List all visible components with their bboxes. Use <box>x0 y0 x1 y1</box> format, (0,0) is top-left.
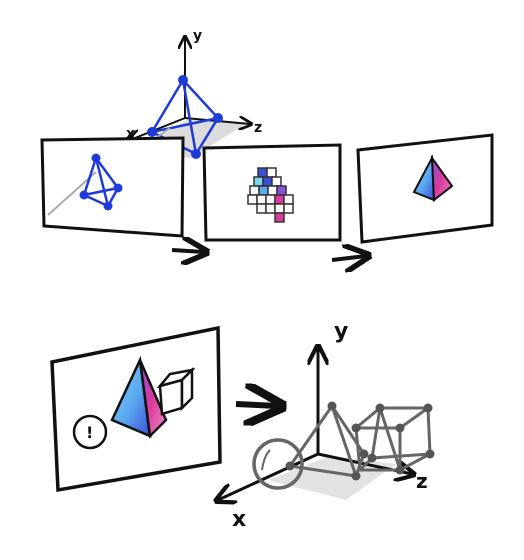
shaded-pyramid-small <box>412 154 454 202</box>
panel-rasterization <box>202 143 342 242</box>
viewer-sphere <box>252 438 304 490</box>
viewer-face-mark: ! <box>86 423 93 442</box>
panel-rendered-image: ! <box>50 325 222 493</box>
arrow-3 <box>235 404 278 406</box>
tetrahedron-wireframe <box>150 79 220 156</box>
rendered-cube <box>156 366 196 416</box>
bottom-z-label: z <box>416 469 428 493</box>
top-x-axis <box>130 117 186 140</box>
bottom-3d-scene: y z x <box>218 319 435 532</box>
top-x-label: x <box>126 126 135 142</box>
panel-vertex-projection <box>40 136 185 238</box>
panel-1-frame <box>40 136 185 238</box>
vertex-left <box>147 127 157 137</box>
top-z-label: z <box>254 120 262 136</box>
raster-grid <box>247 167 294 223</box>
vertex-front <box>191 149 201 159</box>
projected-vertices <box>79 153 123 211</box>
arrow-2 <box>331 256 366 260</box>
top-y-label: y <box>193 28 202 44</box>
tetrahedron-vertices <box>147 75 223 159</box>
vertex-top <box>178 75 188 85</box>
bottom-y-label: y <box>334 319 348 344</box>
shaded-pyramid-large <box>110 355 168 439</box>
arrow-1 <box>171 250 204 252</box>
bottom-x-label: x <box>232 507 246 532</box>
panel-shaded-output <box>356 133 494 244</box>
viewer-face-icon <box>72 414 108 450</box>
viewer-sphere-highlight <box>261 449 271 471</box>
vertex-right <box>213 113 223 123</box>
wire-vertices <box>285 401 435 481</box>
